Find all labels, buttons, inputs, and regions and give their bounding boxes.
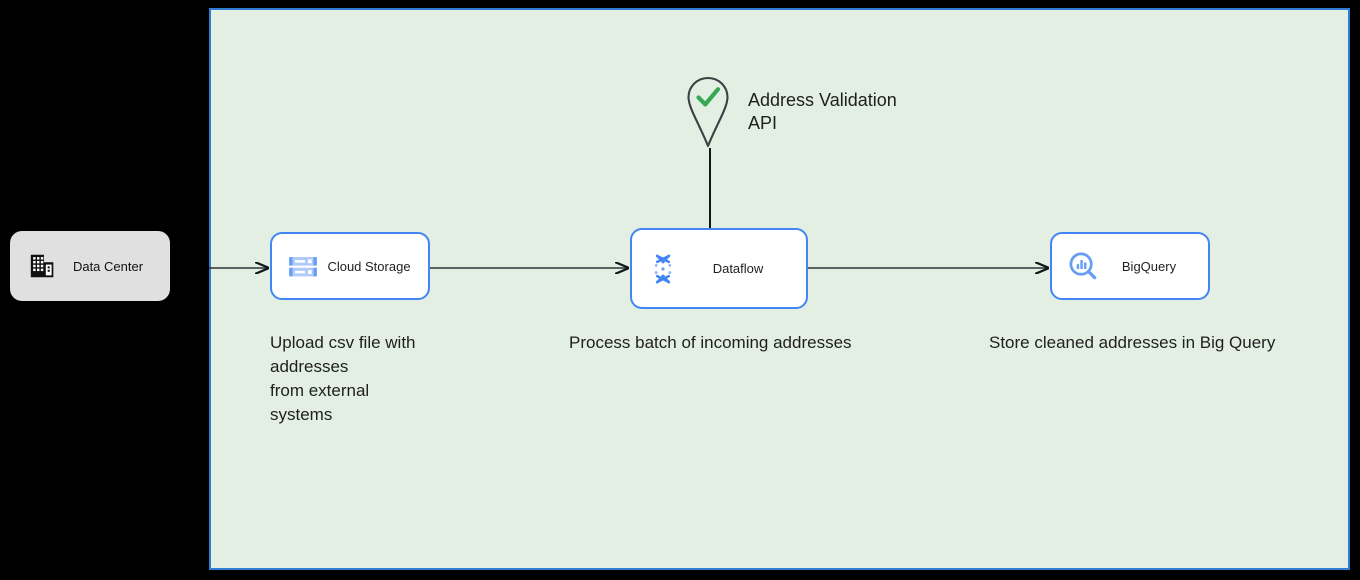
caption-upload-line3: from external <box>270 381 370 400</box>
node-data-center[interactable]: Data Center <box>10 231 170 301</box>
node-bigquery[interactable]: BigQuery <box>1050 232 1210 300</box>
caption-store: Store cleaned addresses in Big Query <box>989 333 1276 352</box>
bigquery-label: BigQuery <box>1121 258 1177 274</box>
caption-upload-line1: Upload csv file with <box>270 333 416 352</box>
node-cloud-storage[interactable]: Cloud Storage <box>270 232 430 300</box>
address-validation-api-label: Address Validation API <box>748 89 978 135</box>
caption-process: Process batch of incoming addresses <box>569 333 852 352</box>
map-pin-check-icon[interactable] <box>686 76 730 148</box>
caption-upload: Upload csv file with addresses from exte… <box>270 331 520 427</box>
caption-upload-line2: addresses <box>270 357 349 376</box>
caption-upload-line4: systems <box>270 405 333 424</box>
address-validation-api-label-line2: API <box>748 113 778 133</box>
bigquery-icon <box>1069 252 1097 280</box>
cloud-storage-icon <box>289 256 317 277</box>
data-center-building-icon <box>30 254 54 278</box>
node-dataflow[interactable]: Dataflow <box>630 228 808 309</box>
cloud-storage-label: Cloud Storage <box>327 258 411 274</box>
data-center-label: Data Center <box>72 258 144 274</box>
dataflow-label: Dataflow <box>712 261 764 276</box>
address-validation-api-label-line1: Address Validation <box>748 90 897 110</box>
dataflow-icon <box>654 254 672 283</box>
